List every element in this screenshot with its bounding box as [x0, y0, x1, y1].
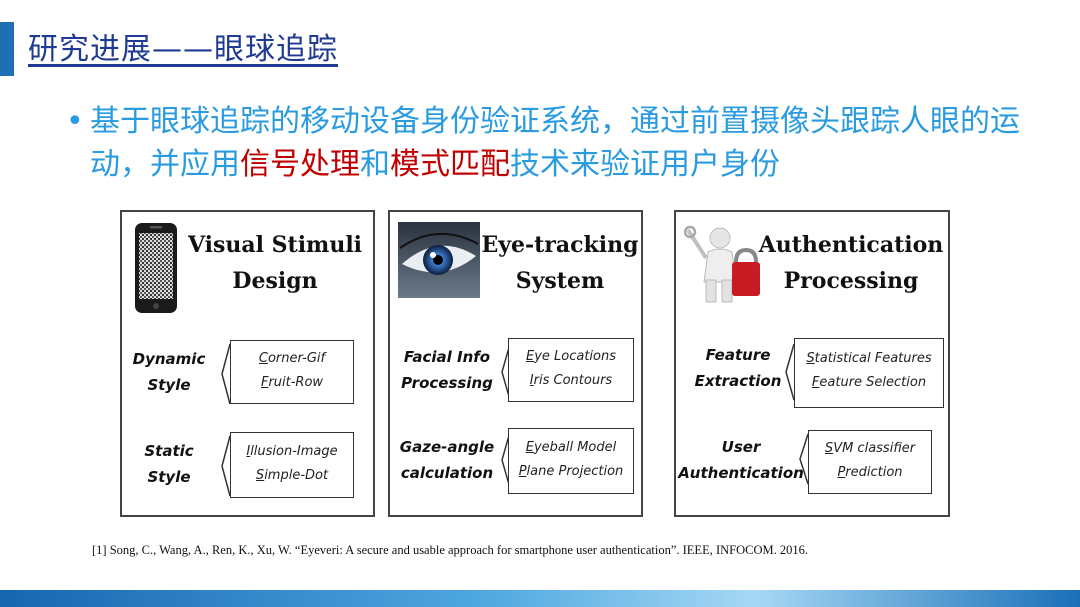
group-label-line2: Processing [401, 374, 493, 392]
item: Corner-Gif [258, 351, 326, 366]
group-label-dynamic: Dynamic Style [130, 346, 208, 398]
group-label-user-auth: User Authentication [678, 434, 804, 486]
bullet-text: 基于眼球追踪的移动设备身份验证系统，通过前置摄像头跟踪人眼的运动，并应用信号处理… [66, 100, 1026, 186]
group-label-line1: Facial Info [403, 348, 491, 366]
key-lock-figure-icon [683, 222, 764, 306]
bullet-text-part-3: 和 [360, 147, 390, 182]
group-label-line2: Style [147, 376, 191, 394]
brace-icon [501, 431, 511, 489]
group-label-line2: Extraction [694, 372, 782, 390]
bullet-text-part-5: 技术来验证用户身份 [510, 147, 780, 182]
panel-authentication: Authentication Processing Feature Extrac… [674, 210, 950, 517]
group-label-facial: Facial Info Processing [396, 344, 498, 396]
bullet-text-part-1: 基于眼球追踪的移动设备身份验证系统，通过前置摄像头跟踪人眼的运动，并应用 [90, 104, 1020, 182]
item: Statistical Features [806, 351, 932, 366]
footer-gradient-bar [0, 590, 1080, 607]
panel-eye-tracking: Eye-tracking System Facial Info Processi… [388, 210, 643, 517]
brace-icon [221, 435, 231, 497]
group-label-line1: Feature [705, 346, 771, 364]
item: Prediction [837, 465, 903, 480]
group-label-line1: Static [144, 442, 194, 460]
eye-icon [398, 222, 480, 298]
item: SVM classifier [824, 441, 916, 456]
highlight-pattern-matching: 模式匹配 [390, 147, 510, 182]
group-label-line2: calculation [400, 464, 494, 482]
item: Iris Contours [529, 373, 613, 388]
items-box: Eye Locations Iris Contours [508, 338, 634, 402]
group-label-static: Static Style [130, 438, 208, 490]
panel-title-line1: Authentication [758, 232, 944, 258]
items-box: Corner-Gif Fruit-Row [230, 340, 354, 404]
panel-title-line2: System [515, 268, 605, 294]
items-box: Illusion-Image Simple-Dot [230, 432, 354, 498]
slide-title: 研究进展——眼球追踪 [28, 32, 338, 67]
highlight-signal-processing: 信号处理 [240, 147, 360, 182]
items-box: Statistical Features Feature Selection [794, 338, 944, 408]
brace-icon [221, 343, 231, 405]
item: Fruit-Row [260, 375, 324, 390]
panel-visual-stimuli: Visual Stimuli Design Dynamic Style Corn… [120, 210, 375, 517]
panel-title-line2: Processing [783, 268, 919, 294]
item: Eyeball Model [525, 440, 617, 455]
group-label-line2: Authentication [678, 464, 804, 482]
item: Plane Projection [518, 464, 624, 479]
items-box: SVM classifier Prediction [808, 430, 932, 494]
group-label-line1: Gaze-angle [399, 438, 495, 456]
brace-icon [785, 343, 795, 401]
item: Simple-Dot [255, 468, 329, 483]
group-label-line1: User [721, 438, 761, 456]
brace-icon [799, 433, 809, 485]
panel-title-line1: Visual Stimuli [187, 232, 363, 258]
brace-icon [501, 343, 511, 401]
smartphone-icon [134, 222, 178, 314]
item: Feature Selection [811, 375, 927, 390]
panel-title-line1: Eye-tracking [481, 232, 639, 258]
bullet-symbol: • [66, 104, 84, 139]
group-label-feature: Feature Extraction [686, 342, 790, 394]
group-label-gaze: Gaze-angle calculation [394, 434, 500, 486]
items-box: Eyeball Model Plane Projection [508, 428, 634, 494]
bullet-point: • 基于眼球追踪的移动设备身份验证系统，通过前置摄像头跟踪人眼的运动，并应用信号… [66, 100, 1026, 186]
item: Eye Locations [525, 349, 617, 364]
panel-title-line2: Design [232, 268, 318, 294]
reference-citation: [1] Song, C., Wang, A., Ren, K., Xu, W. … [92, 543, 808, 557]
item: Illusion-Image [246, 444, 338, 459]
title-accent-bar [0, 22, 14, 76]
group-label-line1: Dynamic [132, 350, 206, 368]
group-label-line2: Style [147, 468, 191, 486]
